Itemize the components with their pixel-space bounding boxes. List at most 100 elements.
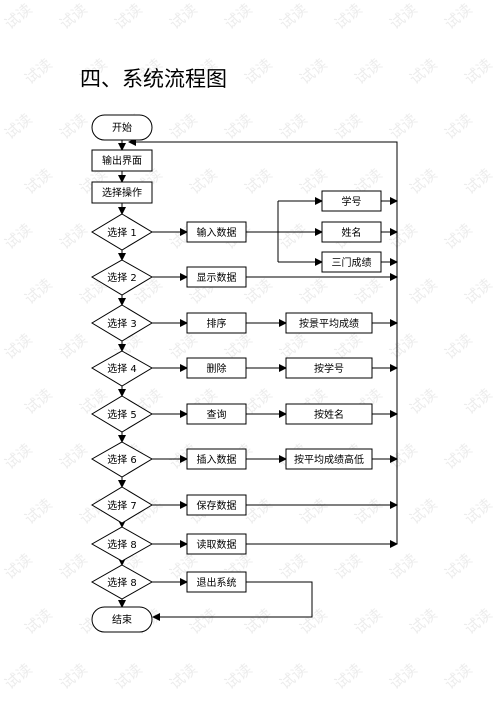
three-scores-box: 三门成绩 — [321, 251, 382, 273]
decision-choice-7: 选择 7 — [91, 486, 153, 524]
choice-7-label: 选择 7 — [107, 499, 137, 512]
select-operation-label: 选择操作 — [102, 186, 142, 199]
watermark-text: 试读 — [406, 495, 441, 528]
by-student-no-label: 按学号 — [314, 362, 344, 375]
watermark-text: 试读 — [386, 0, 421, 33]
watermark-text: 试读 — [221, 660, 256, 693]
watermark-text: 试读 — [386, 220, 421, 253]
watermark-text: 试读 — [406, 275, 441, 308]
watermark-text: 试读 — [441, 0, 476, 33]
insert-data-label: 插入数据 — [197, 453, 237, 466]
output-screen-box: 输出界面 — [91, 149, 153, 172]
exit-system-label: 退出系统 — [197, 576, 237, 589]
watermark-text: 试读 — [406, 55, 441, 88]
watermark-text: 试读 — [1, 660, 36, 693]
choice-8-exit-label: 选择 8 — [107, 576, 137, 589]
watermark-text: 试读 — [386, 660, 421, 693]
watermark-layer: 试读试读试读试读试读试读试读试读试读试读试读试读试读试读试读试读试读试读试读试读… — [1, 0, 496, 693]
watermark-text: 试读 — [186, 165, 221, 198]
watermark-text: 试读 — [441, 220, 476, 253]
choice-2-label: 选择 2 — [107, 271, 137, 284]
insert-data-box: 插入数据 — [186, 448, 247, 470]
watermark-text: 试读 — [221, 0, 256, 33]
watermark-text: 试读 — [1, 550, 36, 583]
delete-box: 删除 — [186, 357, 247, 379]
select-operation-box: 选择操作 — [91, 181, 153, 204]
input-data-box: 输入数据 — [186, 221, 247, 243]
watermark-text: 试读 — [461, 275, 496, 308]
watermark-text: 试读 — [166, 0, 201, 33]
decision-choice-2: 选择 2 — [91, 259, 153, 296]
output-screen-label: 输出界面 — [102, 154, 142, 167]
start-terminal: 开始 — [91, 114, 153, 141]
watermark-text: 试读 — [441, 440, 476, 473]
input-data-label: 输入数据 — [197, 226, 237, 239]
watermark-text: 试读 — [386, 550, 421, 583]
decision-choice-8-exit: 选择 8 — [90, 564, 154, 600]
student-no-box: 学号 — [321, 190, 382, 212]
choice-8-read-label: 选择 8 — [107, 538, 137, 551]
watermark-text: 试读 — [386, 110, 421, 143]
watermark-text: 试读 — [461, 385, 496, 418]
delete-label: 删除 — [207, 362, 227, 375]
choice-6-label: 选择 6 — [107, 453, 137, 466]
watermark-text: 试读 — [296, 275, 331, 308]
watermark-text: 试读 — [351, 605, 386, 638]
decision-choice-8-read: 选择 8 — [90, 526, 154, 562]
watermark-text: 试读 — [186, 605, 221, 638]
read-data-label: 读取数据 — [197, 538, 237, 551]
watermark-text: 试读 — [241, 165, 276, 198]
watermark-text: 试读 — [276, 110, 311, 143]
watermark-text: 试读 — [461, 165, 496, 198]
watermark-text: 试读 — [1, 110, 36, 143]
watermark-text: 试读 — [111, 0, 146, 33]
by-name-label: 按姓名 — [314, 408, 344, 421]
query-label: 查询 — [207, 408, 227, 421]
watermark-text: 试读 — [331, 550, 366, 583]
sort-label: 排序 — [207, 317, 227, 330]
page-title: 四、系统流程图 — [80, 67, 227, 91]
watermark-text: 试读 — [461, 55, 496, 88]
watermark-text: 试读 — [406, 385, 441, 418]
choice-5-label: 选择 5 — [107, 408, 137, 421]
three-scores-label: 三门成绩 — [332, 256, 372, 269]
watermark-text: 试读 — [276, 550, 311, 583]
end-terminal: 结束 — [91, 606, 153, 633]
choice-3-label: 选择 3 — [107, 317, 137, 330]
watermark-text: 试读 — [56, 220, 91, 253]
watermark-text: 试读 — [406, 165, 441, 198]
show-data-box: 显示数据 — [186, 266, 247, 288]
watermark-text: 试读 — [111, 660, 146, 693]
by-avg-high-low-label: 按平均成绩高低 — [294, 453, 364, 466]
watermark-text: 试读 — [1, 440, 36, 473]
decision-choice-3: 选择 3 — [91, 304, 153, 342]
watermark-text: 试读 — [276, 0, 311, 33]
by-avg-box: 按景平均成绩 — [285, 312, 373, 334]
choice-1-label: 选择 1 — [107, 226, 137, 239]
watermark-text: 试读 — [56, 440, 91, 473]
watermark-text: 试读 — [241, 605, 276, 638]
watermark-text: 试读 — [21, 165, 56, 198]
watermark-text: 试读 — [331, 0, 366, 33]
watermark-text: 试读 — [166, 660, 201, 693]
decision-choice-4: 选择 4 — [91, 350, 153, 387]
query-box: 查询 — [186, 403, 247, 425]
watermark-text: 试读 — [386, 440, 421, 473]
watermark-text: 试读 — [386, 330, 421, 363]
watermark-text: 试读 — [351, 275, 386, 308]
read-data-box: 读取数据 — [186, 533, 247, 555]
watermark-text: 试读 — [331, 660, 366, 693]
watermark-text: 试读 — [56, 550, 91, 583]
choice-4-label: 选择 4 — [107, 362, 137, 375]
watermark-text: 试读 — [221, 110, 256, 143]
by-avg-high-low-box: 按平均成绩高低 — [285, 448, 373, 470]
watermark-text: 试读 — [276, 220, 311, 253]
connectors — [118, 138, 398, 621]
watermark-text: 试读 — [296, 495, 331, 528]
watermark-text: 试读 — [241, 55, 276, 88]
sort-box: 排序 — [186, 312, 247, 334]
watermark-text: 试读 — [351, 495, 386, 528]
student-no-label: 学号 — [342, 195, 362, 208]
